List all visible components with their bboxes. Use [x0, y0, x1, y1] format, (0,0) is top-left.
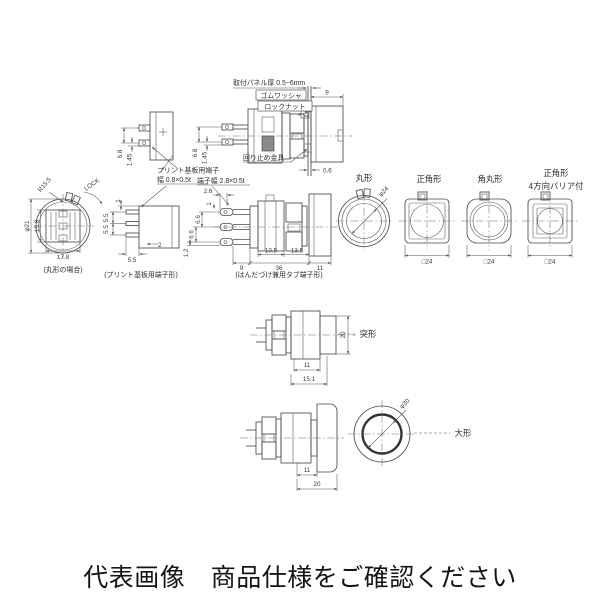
main-side-view: 6.8 1.45 取付パネル厚 0.5~6mm ゴムワッシャ ロックナット: [192, 78, 352, 176]
tab-type-caption: (はんだづけ兼用タブ端子形): [235, 270, 322, 279]
dim-1: 1: [206, 202, 213, 206]
pcb-terminal-label: プリント基板用端子: [157, 166, 219, 175]
dim-1-2: 1.2: [183, 248, 190, 257]
front-view-square: 正角形 □24: [399, 174, 455, 266]
dim-1: 1: [115, 199, 122, 203]
pcb-terminal-side-view: 1 5.5 5.5 2 5.5 (プリント基板用端子形): [103, 199, 180, 279]
dim-1-45: 1.45: [202, 151, 209, 164]
anti-rotation-label: 回り止め金具: [243, 153, 284, 162]
dim-11: 11: [304, 467, 311, 474]
barrier-title-line2: 4方向バリア付: [529, 181, 584, 191]
round-title: 丸形: [356, 173, 373, 183]
lock-nut-label: ロックナット: [264, 103, 305, 111]
dim-sq24: □24: [484, 259, 495, 266]
dim-20: 20: [313, 481, 321, 488]
dim-17-8: 17.8: [57, 254, 70, 261]
front-view-round-square: 角丸形 □24: [461, 174, 517, 266]
solder-tab-side-view: 2.6 1 6.6 6.6 1.2 10.5 13.5 9 36 11 (はんだ…: [183, 188, 340, 279]
dim-36: 36: [275, 265, 283, 272]
front-view-square-barrier: 正角形 4方向バリア付 □24: [522, 168, 583, 266]
barrier-title-line1: 正角形: [543, 168, 569, 178]
pcb-type-caption: (プリント基板用端子形): [104, 270, 178, 279]
round-rear-view: R15.5 LOCK φ21 15.8 17.8 (丸形の場合): [24, 176, 103, 274]
dim-15-8: 15.8: [34, 219, 41, 232]
dim-6-8: 6.8: [117, 149, 124, 158]
footer-caption: 代表画像 商品仕様をご確認ください: [83, 564, 517, 592]
dim-sq24: □24: [422, 259, 433, 266]
dim-r15-5: R15.5: [37, 176, 53, 194]
dim-13-5: 13.5: [291, 248, 304, 255]
dim-6-6: 6.6: [195, 215, 202, 224]
projecting-type-view: 20 突形 11 15.1: [250, 310, 377, 386]
dim-5-5: 5.5: [128, 257, 137, 264]
round-square-title: 角丸形: [477, 174, 503, 184]
large-type-side-view: 11 20: [240, 403, 344, 491]
dim-10-5: 10.5: [265, 248, 278, 255]
dim-20: 20: [340, 331, 347, 339]
dim-15-1: 15.1: [303, 376, 316, 383]
front-view-round: 丸形 φ24: [336, 173, 392, 249]
dim-sq24: □24: [545, 259, 556, 266]
dim-6-6: 6.6: [189, 230, 196, 239]
dim-0-6: 0.6: [323, 168, 332, 175]
dim-5-5: 5.5: [103, 213, 110, 222]
pcb-terminal-fragment-view: 6.8 1.45: [117, 111, 174, 173]
panel-thickness-label: 取付パネル厚 0.5~6mm: [233, 78, 305, 87]
tab-terminal-width-label: 端子幅 2.8×0.5t: [197, 176, 245, 185]
square-title: 正角形: [416, 174, 442, 184]
dim-11: 11: [304, 362, 311, 369]
dim-9: 9: [325, 90, 329, 97]
rubber-washer-label: ゴムワッシャ: [260, 91, 301, 100]
dim-6-8: 6.8: [192, 148, 199, 157]
dim-9: 9: [240, 265, 244, 272]
dim-11: 11: [317, 265, 324, 272]
lock-direction-label: LOCK: [83, 177, 102, 193]
dim-1-45: 1.45: [127, 153, 134, 166]
dim-5-5: 5.5: [103, 225, 110, 234]
round-case-caption: (丸形の場合): [43, 265, 82, 274]
projecting-title: 突形: [360, 329, 377, 339]
tab-terminal-callout: 端子幅 2.8×0.5t: [197, 176, 250, 206]
dim-2-6: 2.6: [204, 188, 213, 195]
large-type-front-view: φ30 大形: [348, 397, 472, 468]
pcb-terminal-callout: プリント基板用端子 幅 0.8×0.5t: [140, 146, 219, 208]
dim-dia24: φ24: [378, 185, 391, 198]
dim-dia21: φ21: [24, 220, 31, 232]
dim-dia30: φ30: [399, 397, 412, 410]
large-title: 大形: [455, 428, 472, 438]
dim-2: 2: [158, 242, 162, 249]
pcb-terminal-width-label: 幅 0.8×0.5t: [157, 175, 191, 184]
